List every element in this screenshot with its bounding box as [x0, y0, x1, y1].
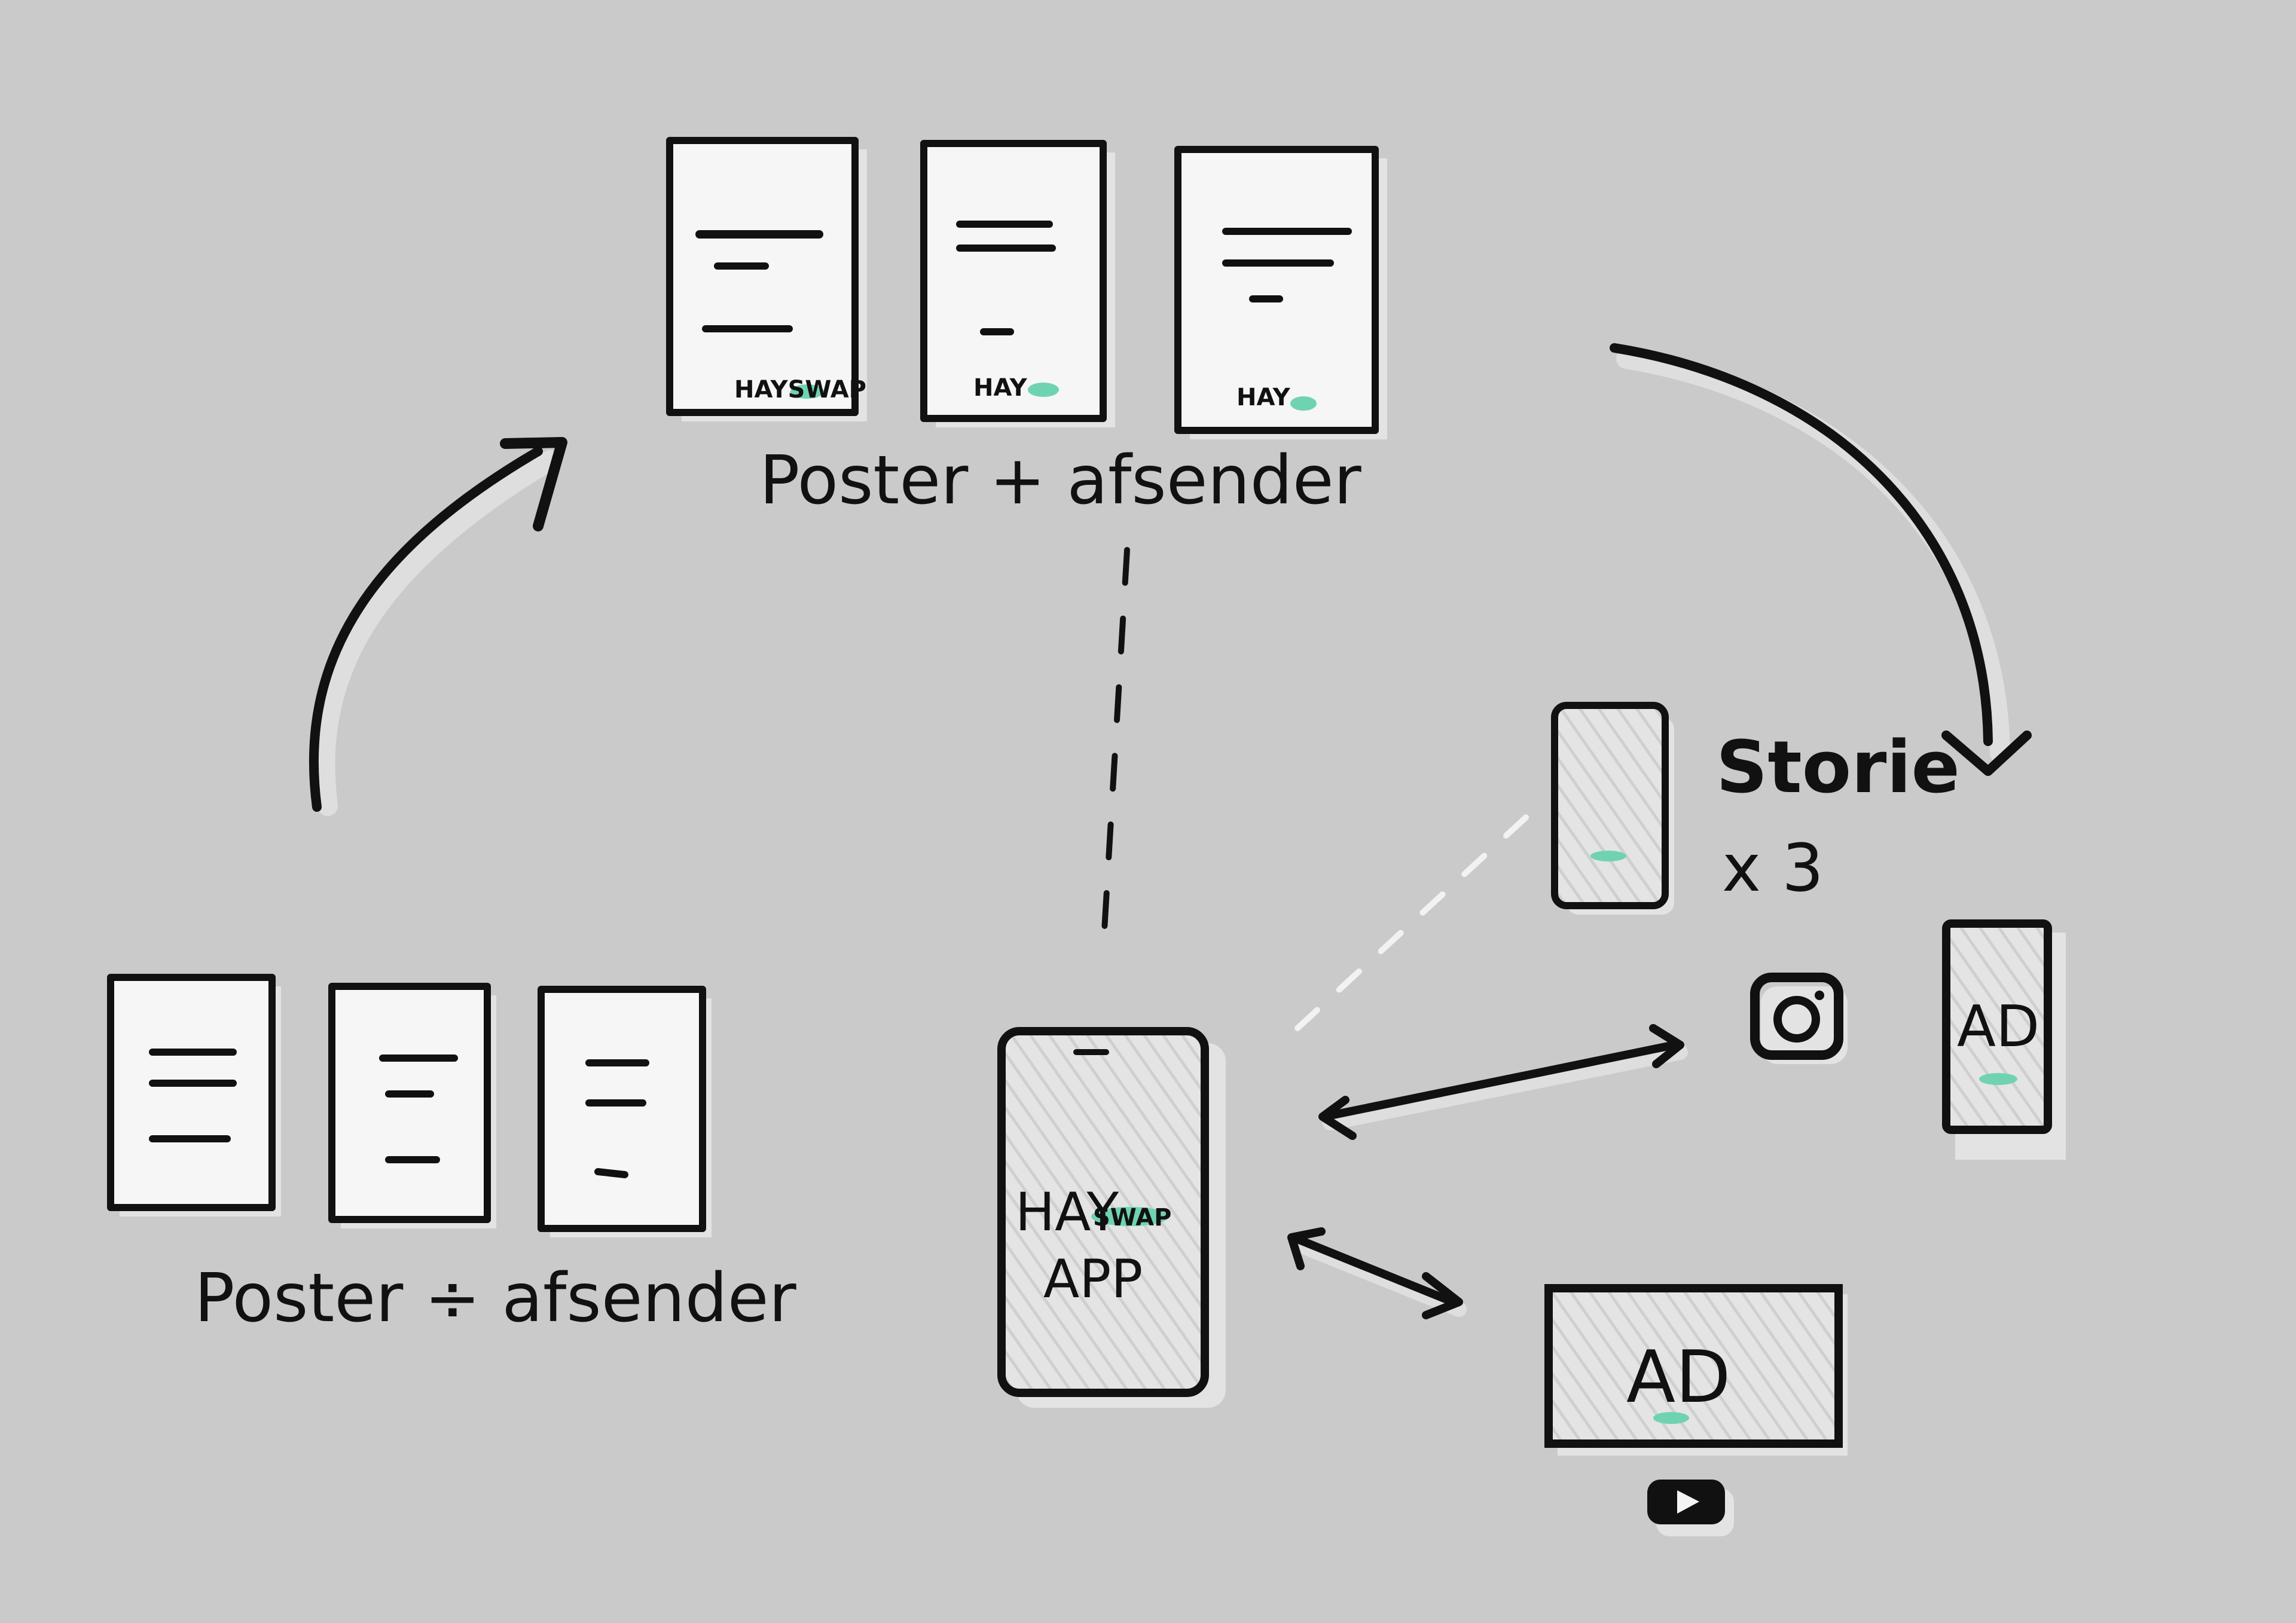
dashed-connector-vertical [1100, 547, 1130, 953]
ad-story-label: AD [1957, 994, 2039, 1060]
storie-label: Storie [1716, 726, 1960, 809]
arrow-to-posters [309, 437, 567, 816]
poster-logo: HAYSWAP [734, 376, 866, 404]
poster-card: HAY [920, 140, 1115, 427]
app-brand-suffix: SWAP [1093, 1204, 1171, 1231]
posters-with-sender: HAYSWAP HAY HAY [666, 137, 1387, 439]
hayswap-app-phone: HAY SWAP APP [997, 1027, 1226, 1408]
instagram-icon [1750, 973, 1848, 1064]
poster-card [107, 974, 281, 1217]
poster-logo: HAY [973, 374, 1028, 402]
arrow-app-instagram [1318, 1024, 1688, 1140]
poster-logo: HAY [1236, 384, 1291, 411]
posters-without-sender [107, 974, 712, 1237]
youtube-icon [1647, 1480, 1734, 1536]
arrow-to-storie [1610, 343, 2032, 776]
storie-count: x 3 [1722, 830, 1824, 906]
app-brand: HAY [1015, 1181, 1119, 1243]
poster-card: HAYSWAP [666, 137, 867, 421]
youtube-ad-screen: AD [1544, 1284, 1848, 1456]
ad-youtube-label: AD [1626, 1336, 1731, 1419]
dashed-connector-diagonal [1294, 810, 1534, 1031]
poster-card [538, 986, 712, 1237]
poster-card: HAY [1174, 146, 1387, 439]
poster-without-sender-label: Poster ÷ afsender [194, 1260, 797, 1337]
poster-card [328, 983, 496, 1228]
poster-with-sender-label: Poster + afsender [759, 442, 1362, 519]
app-label: APP [1043, 1248, 1143, 1310]
arrow-app-youtube [1287, 1227, 1467, 1319]
story-phone [1551, 702, 1674, 915]
ad-story-card: AD [1942, 919, 2066, 1160]
